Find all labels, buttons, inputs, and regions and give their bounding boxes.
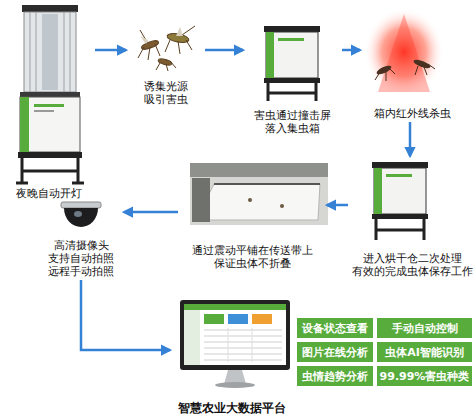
process-step: 进入烘干仓二次处理 有效的完成虫体保存工作 bbox=[350, 158, 474, 278]
conveyor-belt bbox=[280, 204, 284, 208]
feature-box: 设备状态查看 bbox=[297, 318, 373, 338]
flow-arrow bbox=[327, 204, 348, 207]
insects bbox=[138, 30, 160, 60]
feature-label: 图片在线分析 bbox=[302, 345, 368, 360]
infrared-light bbox=[364, 8, 444, 96]
flow-arrow bbox=[205, 49, 243, 52]
insects bbox=[158, 58, 173, 66]
insect-trap-lamp bbox=[22, 5, 78, 12]
insect-trap-lamp bbox=[34, 104, 64, 107]
feature-box: 99.99%害虫种类 bbox=[377, 366, 472, 386]
monitor bbox=[180, 300, 290, 388]
monitor bbox=[184, 304, 286, 365]
insects bbox=[140, 27, 183, 44]
flow-arrow bbox=[342, 49, 360, 52]
feature-label: 设备状态查看 bbox=[302, 321, 368, 336]
step-caption: 进入烘干仓二次处理 有效的完成虫体保存工作 bbox=[350, 252, 474, 278]
insect-trap-lamp bbox=[24, 12, 76, 92]
collecting-box bbox=[264, 26, 320, 32]
monitor bbox=[215, 382, 255, 388]
monitor bbox=[184, 304, 286, 310]
step-caption: 智慧农业大数据平台 bbox=[178, 401, 286, 415]
insect-trap-lamp bbox=[16, 182, 84, 185]
feature-box: 虫情趋势分析 bbox=[297, 366, 373, 386]
process-step: 诱集光源 吸引害虫 bbox=[128, 18, 203, 106]
insect-trap-lamp bbox=[20, 92, 80, 97]
drying-box bbox=[372, 214, 428, 219]
process-step: 智慧农业大数据平台 bbox=[172, 298, 292, 415]
step-caption: 通过震动平铺在传送带上 保证虫体不折叠 bbox=[180, 244, 325, 270]
collecting-box bbox=[264, 26, 320, 101]
monitor bbox=[252, 314, 272, 324]
collecting-box bbox=[268, 83, 316, 101]
insects bbox=[138, 26, 195, 71]
insect-trap-lamp bbox=[18, 152, 82, 158]
feature-label: 99.99%害虫种类 bbox=[380, 369, 470, 384]
process-step: 夜晚自动开灯 bbox=[5, 5, 93, 200]
process-step: 害虫通过撞击屏 落入集虫箱 bbox=[245, 20, 340, 135]
conveyor-belt bbox=[248, 198, 252, 202]
insect-trap-lamp bbox=[34, 110, 54, 112]
monitor bbox=[224, 370, 246, 384]
insect-trap-lamp bbox=[20, 97, 29, 152]
flow-arrow bbox=[409, 122, 412, 156]
drying-box bbox=[372, 162, 428, 240]
collecting-box bbox=[266, 32, 318, 78]
step-caption: 害虫通过撞击屏 落入集虫箱 bbox=[245, 109, 340, 135]
feature-box: 手动自动控制 bbox=[377, 318, 472, 338]
insect-trap-lamp bbox=[30, 12, 70, 92]
insect-trap-lamp bbox=[22, 158, 78, 183]
monitor bbox=[228, 328, 252, 362]
infrared-light bbox=[415, 64, 435, 75]
drying-box bbox=[386, 174, 412, 177]
conveyor-belt bbox=[214, 183, 320, 185]
process-step: 高清摄像头 支持自动拍照 远程手动拍照 bbox=[40, 200, 122, 278]
collecting-box bbox=[266, 32, 274, 78]
insect-trap-lamp bbox=[20, 97, 80, 152]
flow-arrow bbox=[95, 49, 126, 52]
insects bbox=[156, 61, 176, 71]
drying-box bbox=[374, 168, 382, 214]
conveyor-belt bbox=[192, 178, 210, 222]
collecting-box bbox=[278, 38, 304, 41]
conveyor-belt bbox=[190, 163, 328, 225]
monitor bbox=[228, 314, 248, 324]
drying-box bbox=[372, 162, 428, 168]
conveyor-belt bbox=[190, 163, 328, 225]
infrared-light bbox=[375, 68, 395, 81]
monitor bbox=[204, 314, 224, 324]
dome-camera bbox=[74, 211, 82, 217]
feature-label: 虫情趋势分析 bbox=[302, 369, 368, 384]
insect-trap-lamp bbox=[42, 14, 58, 90]
process-step: 通过震动平铺在传送带上 保证虫体不折叠 bbox=[180, 160, 325, 270]
monitor bbox=[184, 310, 200, 365]
conveyor-belt bbox=[196, 184, 320, 220]
flow-arrow bbox=[124, 211, 178, 214]
drying-box bbox=[376, 219, 424, 240]
feature-box: 虫体AI智能识别 bbox=[377, 342, 472, 362]
feature-label: 虫体AI智能识别 bbox=[385, 345, 464, 360]
monitor bbox=[204, 330, 282, 360]
drying-box bbox=[374, 168, 426, 214]
conveyor-belt bbox=[190, 163, 328, 177]
insect-trap-lamp bbox=[16, 5, 84, 183]
step-caption: 夜晚自动开灯 bbox=[16, 187, 82, 200]
dome-camera bbox=[61, 202, 101, 227]
process-step: 箱内红外线杀虫 bbox=[362, 10, 462, 120]
monitor bbox=[180, 300, 290, 370]
step-caption: 诱集光源 吸引害虫 bbox=[128, 80, 203, 106]
flow-arrow bbox=[81, 280, 170, 350]
step-caption: 箱内红外线杀虫 bbox=[374, 107, 451, 120]
feature-label: 手动自动控制 bbox=[392, 321, 458, 336]
feature-box: 图片在线分析 bbox=[297, 342, 373, 362]
dome-camera bbox=[64, 208, 98, 227]
step-caption: 高清摄像头 支持自动拍照 远程手动拍照 bbox=[40, 239, 122, 278]
infrared-light bbox=[364, 8, 444, 96]
dome-camera bbox=[61, 202, 101, 208]
collecting-box bbox=[264, 78, 320, 83]
